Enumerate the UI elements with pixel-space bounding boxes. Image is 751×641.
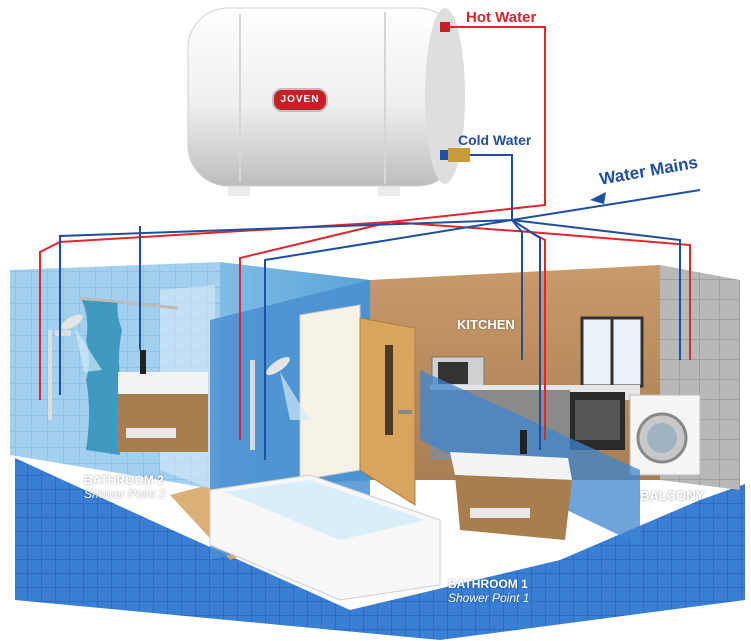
shower-fixtures [61,314,310,450]
bathroom2-fixtures [48,296,208,455]
cold-water-label: Cold Water [458,132,532,148]
bathtub [209,474,441,601]
water-mains-arrow [590,192,606,204]
brand-logo: JOVEN [272,88,328,112]
bathroom2-subtitle: Shower Point 2 [84,487,166,501]
water-heater-tank [187,7,470,196]
door [299,304,416,506]
kitchen-label: KITCHEN [457,317,515,332]
bathroom1-label: BATHROOM 1 Shower Point 1 [448,577,529,605]
bathroom2-label: BATHROOM 2 Shower Point 2 [84,473,165,501]
hot-water-label: Hot Water [466,9,537,26]
bathroom1-title: BATHROOM 1 [448,577,528,591]
bathroom2-title: BATHROOM 2 [84,473,164,487]
bathroom1-subtitle: Shower Point 1 [448,591,530,605]
balcony-label: BALCONY [640,488,705,503]
bathroom1-vanity [450,430,572,540]
cold-water-pipes [59,154,701,460]
hot-water-pipes [39,26,691,440]
